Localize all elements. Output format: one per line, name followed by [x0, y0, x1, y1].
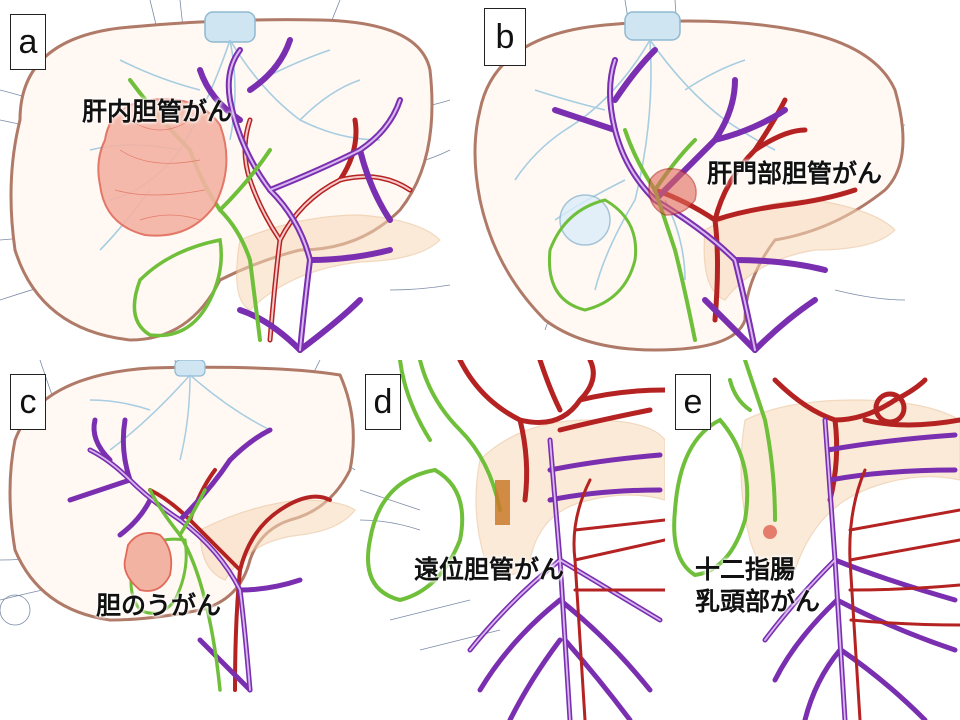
caption-line: 肝内胆管がん — [82, 97, 233, 126]
caption-line: 乳頭部がん — [695, 587, 821, 616]
panel-d: d 遠位胆管がん — [360, 360, 665, 720]
panel-letter: a — [10, 14, 46, 70]
panel-caption: 胆のうがん — [96, 590, 221, 622]
tumor — [97, 98, 228, 237]
panel-letter: b — [484, 8, 526, 66]
panel-caption: 遠位胆管がん — [414, 554, 564, 586]
caption-line: 肝門部胆管がん — [707, 159, 883, 188]
caption-line: 遠位胆管がん — [414, 555, 565, 584]
tumor — [495, 480, 510, 525]
panel-caption: 十二指腸 乳頭部がん — [695, 554, 820, 618]
gallbladder — [672, 417, 750, 578]
panel-letter: c — [10, 374, 46, 430]
panel-caption: 肝内胆管がん — [82, 96, 232, 128]
panel-a: a 肝内胆管がん — [0, 0, 455, 355]
gallbladder — [132, 237, 223, 338]
liver-illustration-a — [0, 0, 451, 353]
pancreas-illustration-d — [360, 360, 665, 720]
gallbladder — [547, 198, 638, 312]
caption-line: 胆のうがん — [96, 591, 222, 620]
tumor — [123, 532, 173, 592]
panel-letter: d — [365, 374, 401, 430]
panel-c: c 胆のうがん — [0, 360, 360, 720]
panel-caption: 肝門部胆管がん — [707, 158, 882, 190]
pancreas-illustration-e — [672, 360, 960, 720]
tumor — [763, 525, 777, 539]
tumor — [648, 168, 697, 216]
panel-b: b 肝門部胆管がん — [455, 0, 960, 355]
panel-e: e 十二指腸 乳頭部がん — [665, 360, 960, 720]
caption-line: 十二指腸 — [695, 555, 796, 584]
liver-illustration-c — [0, 360, 356, 693]
gallbladder — [366, 467, 465, 603]
panel-letter: e — [675, 374, 711, 430]
liver-illustration-b — [473, 0, 906, 353]
